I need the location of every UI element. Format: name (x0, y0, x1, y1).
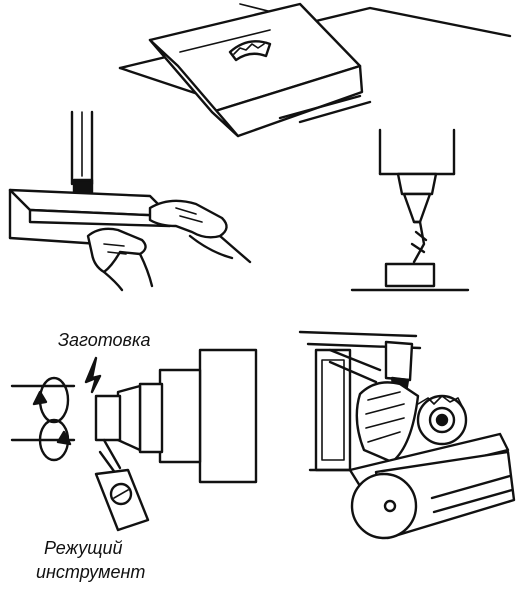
milling-machine-illustration (298, 330, 516, 540)
workpiece-pointer-arrow (84, 356, 102, 394)
drill-chuck (72, 178, 94, 194)
lathe-workpiece (94, 394, 122, 442)
hand-drill-illustration (8, 110, 252, 292)
spindle-head (384, 340, 414, 382)
chuck-ring (138, 382, 164, 454)
cutting-tool-label-line1: Режущий (44, 538, 123, 558)
drill-chuck-body (396, 172, 438, 196)
saw-blade-icon (228, 40, 272, 62)
hand-icon (86, 227, 154, 292)
spindle-housing (158, 368, 202, 464)
hand-icon (148, 199, 252, 264)
table-saw-illustration (118, 2, 512, 138)
drill-press-illustration (350, 128, 470, 292)
cutting-tool-icon (94, 438, 150, 532)
rotation-arrow-icon (10, 376, 76, 462)
chuck-taper (402, 192, 432, 224)
workpiece-label: Заготовка (58, 330, 151, 350)
drill-workpiece-block (384, 262, 436, 288)
board-end-face (148, 38, 240, 138)
headstock (198, 348, 258, 484)
lathe-illustration (10, 348, 258, 532)
milling-cutter-icon (355, 381, 468, 464)
cutting-tool-label-line2: инструмент (36, 562, 146, 582)
chuck-cone (116, 384, 142, 452)
drill-bit-icon (410, 220, 428, 264)
roller-workpiece (350, 450, 516, 540)
